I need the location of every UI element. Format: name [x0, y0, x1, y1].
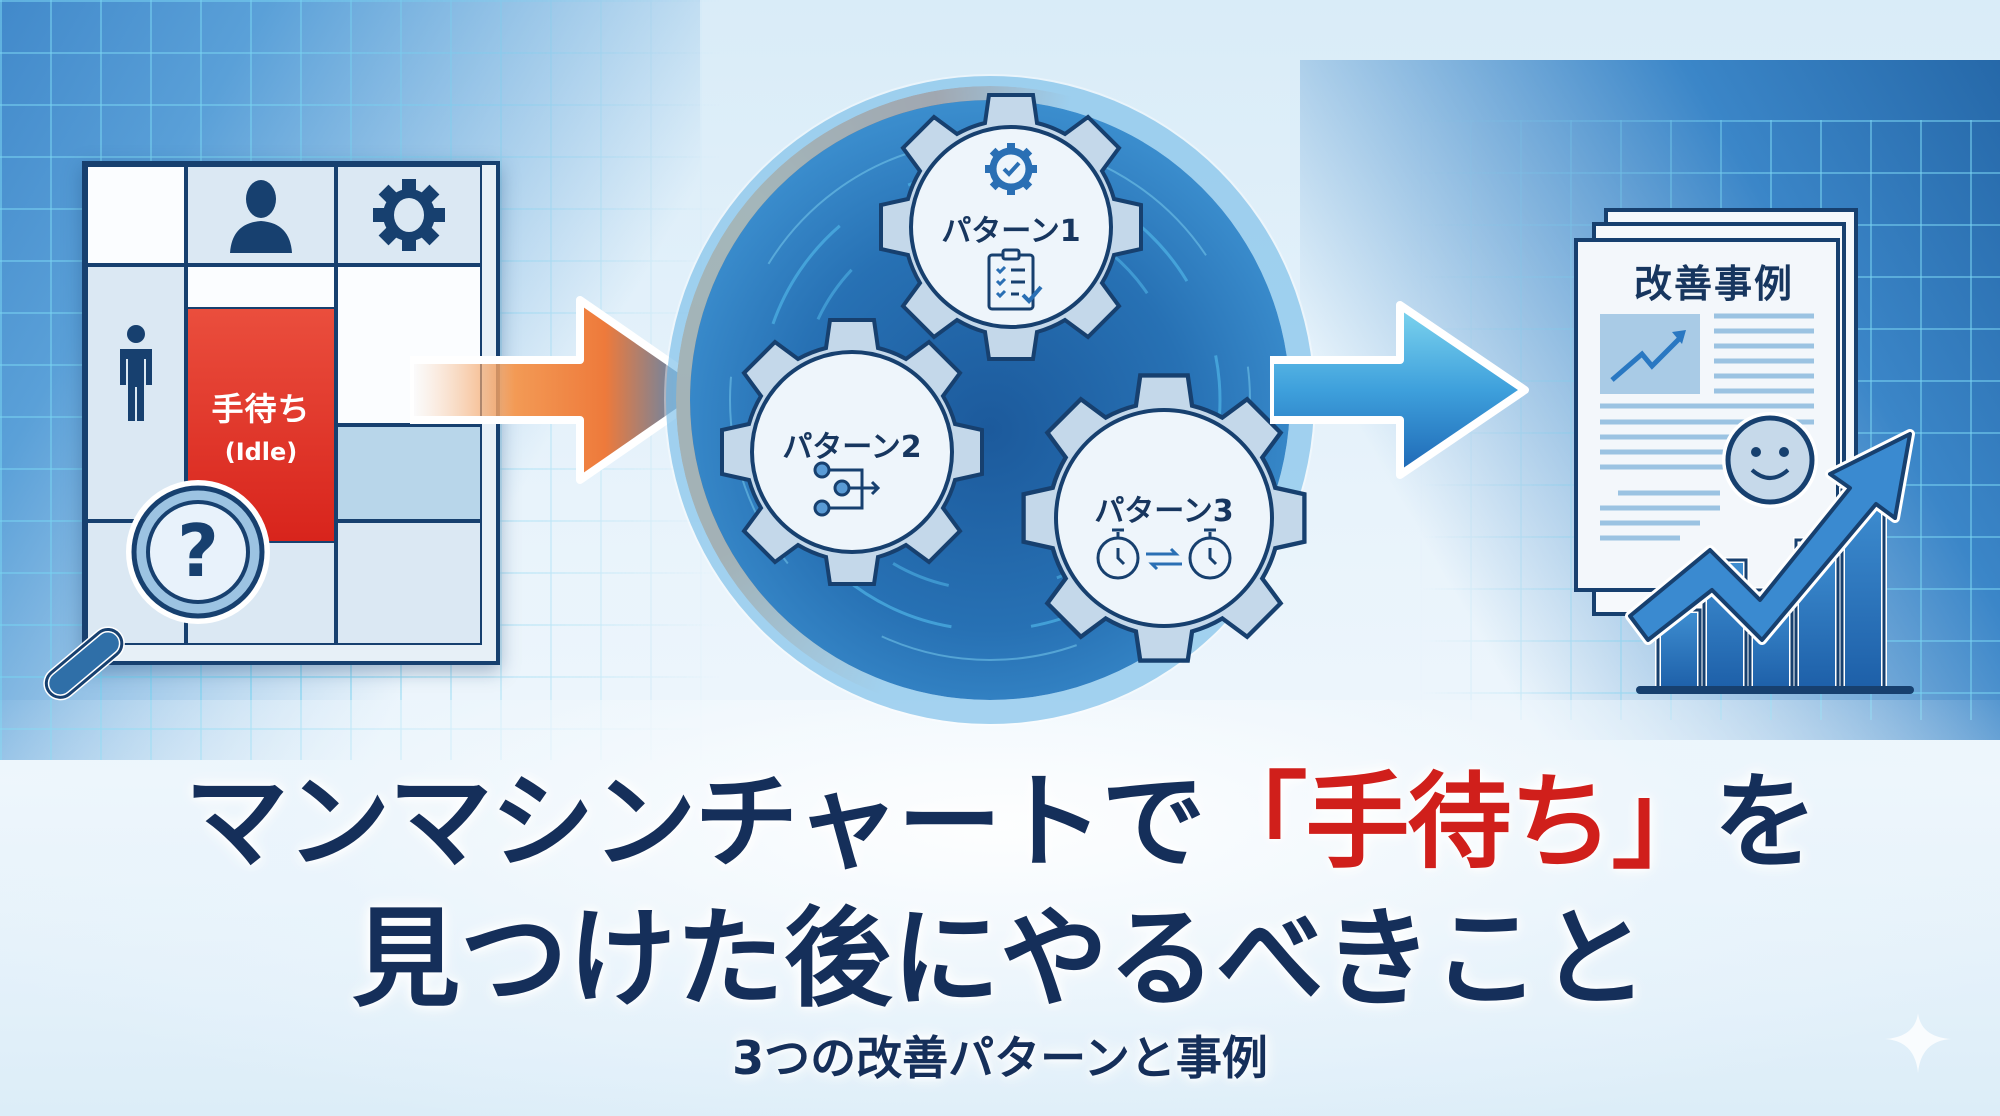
pattern-3-label: パターン3 — [1094, 494, 1234, 529]
question-magnifier-icon: ? — [43, 480, 270, 701]
chart-header-worker — [186, 165, 336, 265]
idle-title: 手待ち — [211, 390, 311, 428]
flow-branch-icon — [813, 461, 881, 517]
chart-cell — [336, 425, 482, 521]
sparkle-icon — [1885, 1013, 1951, 1073]
idle-subtitle: (Idle) — [224, 438, 298, 466]
chart-cell — [336, 521, 482, 645]
chart-row-worker — [86, 265, 186, 521]
person-standing-icon — [120, 324, 152, 421]
pattern-3-gear: パターン3 — [1004, 358, 1324, 678]
arrow-right-icon — [410, 296, 714, 484]
smiley-icon — [1722, 412, 1818, 508]
trend-chart-icon — [1610, 334, 1684, 382]
headline-line-1: マンマシンチャートで「手待ち」を — [0, 770, 2000, 874]
pattern-2-label: パターン2 — [782, 430, 922, 465]
background-glow — [0, 700, 2000, 1116]
headline-line-2: 見つけた後にやるべきこと — [351, 897, 1648, 1022]
gear-check-icon — [985, 143, 1037, 195]
chart-header-machine — [336, 165, 482, 265]
clipboard-checklist-icon — [987, 248, 1043, 311]
arrow-right-icon — [1270, 301, 1529, 479]
headline-text: を — [1713, 761, 1817, 883]
pattern-1-label: パターン1 — [941, 214, 1081, 249]
headline-text: マンマシンチャートで — [184, 761, 1206, 883]
gear-icon — [373, 179, 445, 251]
question-mark: ? — [177, 509, 219, 593]
chart-corner-cell — [86, 165, 186, 265]
subtitle: 3つの改善パターンと事例 — [732, 1031, 1268, 1085]
report-title: 改善事例 — [1633, 262, 1794, 306]
person-bust-icon — [230, 180, 292, 253]
growth-arrow-bars-icon — [1625, 412, 1915, 694]
stopwatch-swap-icon — [1096, 528, 1232, 580]
pattern-1-gear: パターン1 — [866, 82, 1156, 372]
headline-accent: 「手待ち」 — [1203, 761, 1715, 883]
pattern-2-gear: パターン2 — [702, 302, 1002, 602]
